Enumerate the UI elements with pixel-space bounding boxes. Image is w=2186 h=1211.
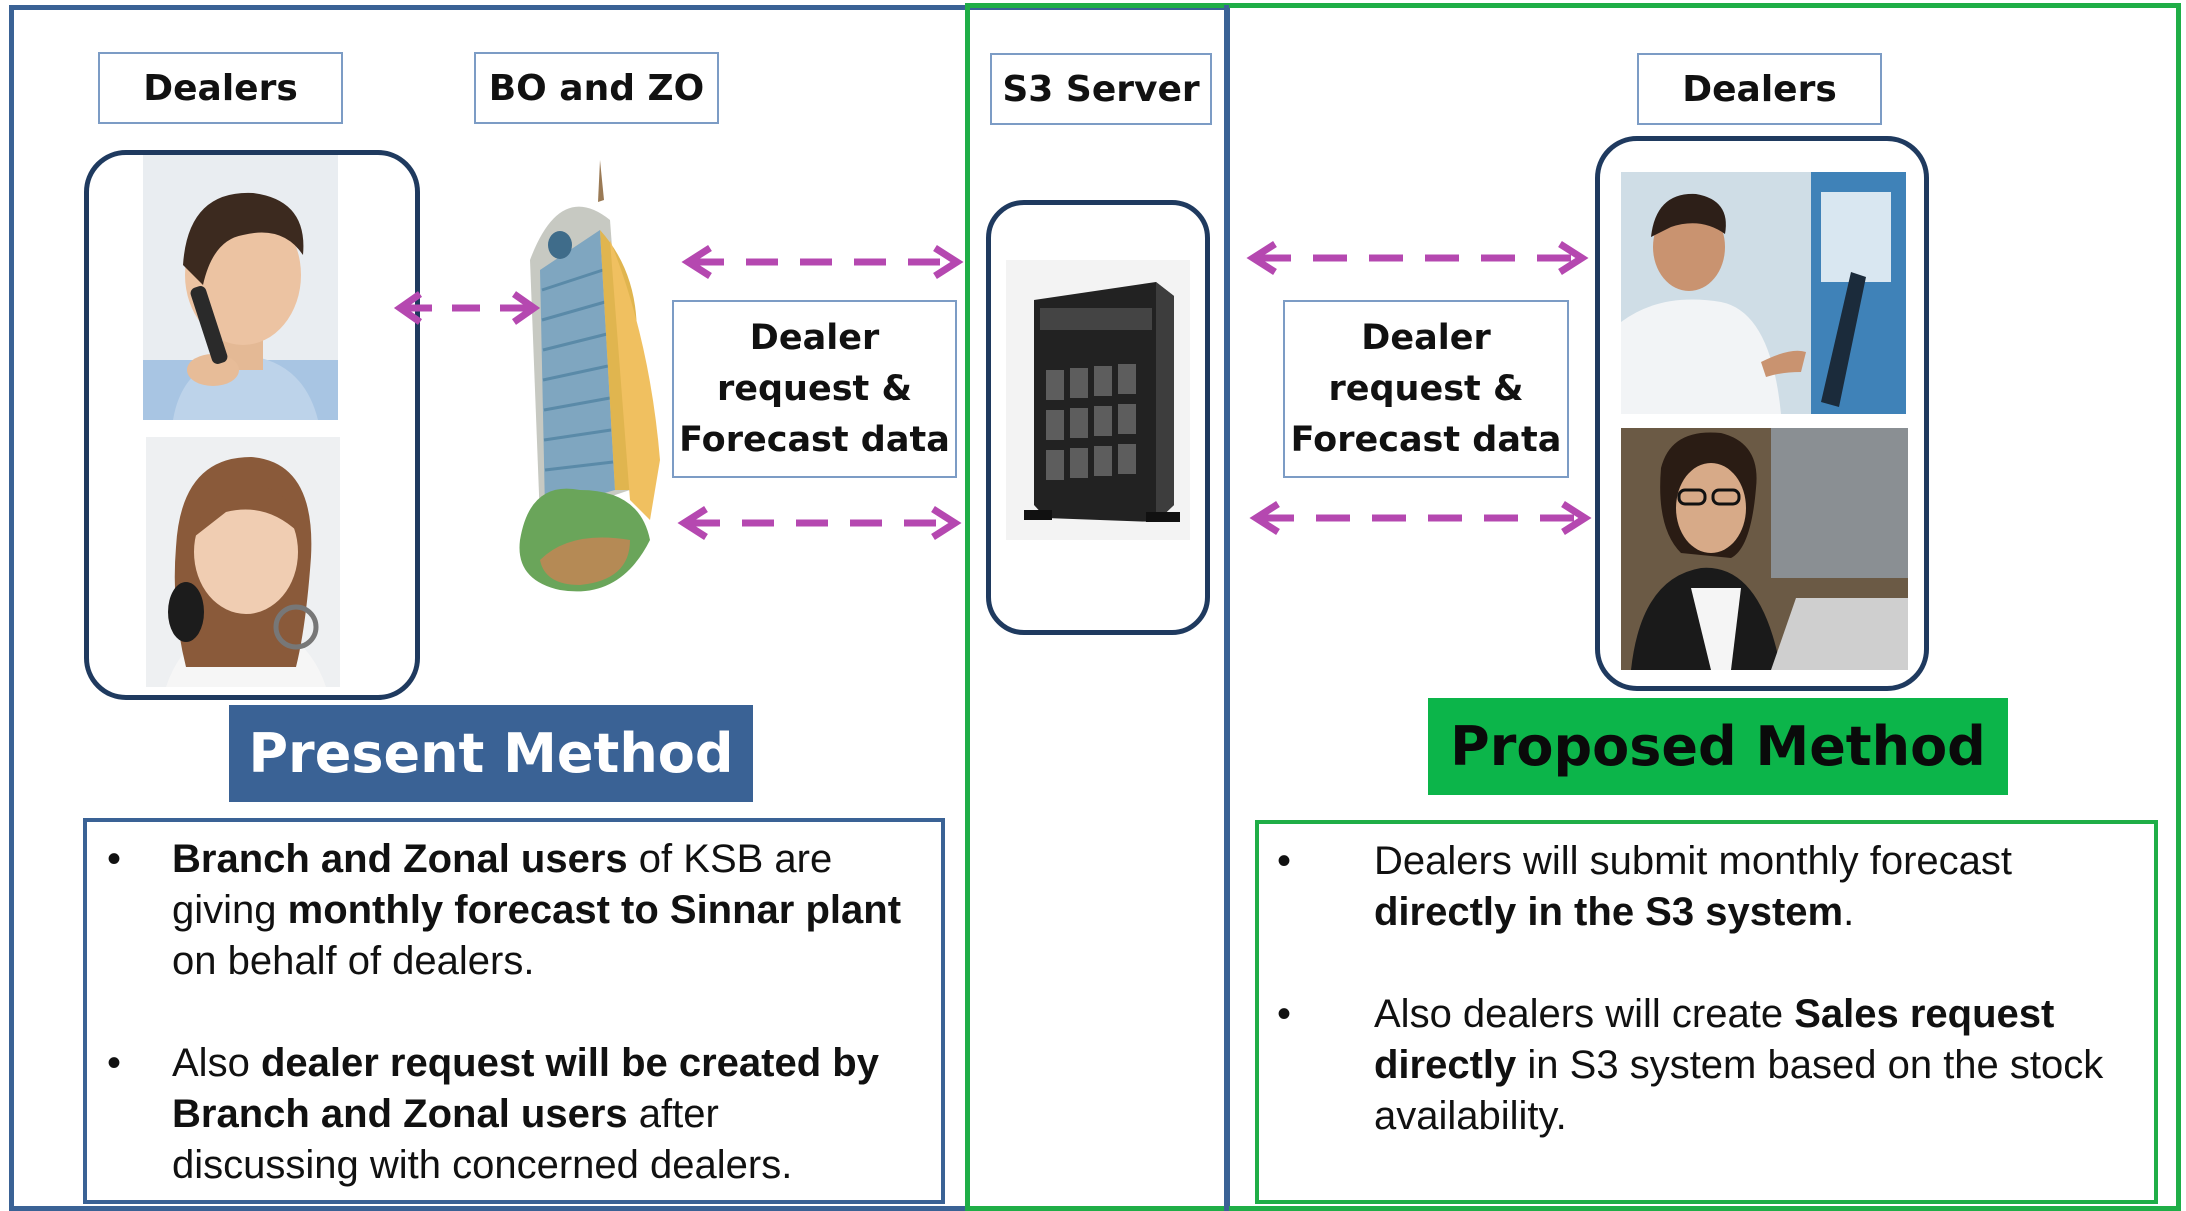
bullet-segment: Dealers will submit monthly forecast [1374, 839, 2012, 883]
left-flow-line-3: Forecast data [679, 419, 950, 460]
bullet-segment: . [1843, 890, 1855, 934]
dealers-label-left: Dealers [98, 52, 343, 124]
proposed-bullet-2: Also dealers will create Sales request d… [1374, 989, 2124, 1142]
office-man-photo [1621, 172, 1906, 414]
right-flow-label: Dealer request & Forecast data [1283, 300, 1569, 478]
right-flow-line-1: Dealer [1361, 317, 1491, 358]
bullet-marker: • [107, 1041, 122, 1085]
bidirectional-dashed-arrow-icon [393, 291, 541, 325]
bullet-segment: directly in the S3 system [1374, 890, 1844, 934]
proposed-method-banner: Proposed Method [1428, 698, 2008, 795]
bullet-segment: of KSB are giving [172, 837, 833, 932]
bullet-segment: Sales request directly [1374, 992, 2055, 1087]
proposed-method-details: • Dealers will submit monthly forecast d… [1255, 820, 2158, 1204]
laptop-woman-photo [1621, 428, 1908, 670]
bidirectional-dashed-arrow-icon [677, 506, 962, 540]
left-flow-line-1: Dealer [749, 317, 880, 358]
bullet-marker: • [107, 837, 122, 881]
proposed-bullet-1: Dealers will submit monthly forecast dir… [1374, 836, 2124, 938]
bullet-segment: after discussing with concerned dealers. [172, 1092, 793, 1187]
bo-zo-label: BO and ZO [474, 52, 719, 124]
right-flow-line-3: Forecast data [1290, 419, 1562, 460]
s3-server-label: S3 Server [990, 53, 1212, 125]
bullet-segment: monthly forecast to Sinnar plant [287, 888, 902, 932]
office-building-icon [519, 160, 660, 592]
proposed-method-panel [965, 3, 2181, 1211]
bidirectional-dashed-arrow-icon [1249, 501, 1592, 535]
bidirectional-dashed-arrow-icon [681, 245, 964, 279]
right-flow-line-2: request & [1328, 368, 1524, 409]
left-flow-line-2: request & [717, 368, 912, 409]
present-bullet-2: Also dealer request will be created by B… [172, 1038, 902, 1191]
present-method-banner: Present Method [229, 705, 753, 802]
dealers-label-right: Dealers [1637, 53, 1882, 125]
present-method-details: • Branch and Zonal users of KSB are givi… [83, 818, 945, 1204]
bullet-segment: dealer request will be created by Branch… [172, 1041, 879, 1136]
phone-man-photo [143, 155, 338, 420]
bullet-segment: Also dealers will create [1374, 992, 1795, 1036]
bullet-segment: in S3 system based on the stock availabi… [1374, 1043, 2104, 1138]
bullet-segment: Also [172, 1041, 261, 1085]
left-flow-label: Dealer request & Forecast data [672, 300, 957, 478]
bullet-segment: Branch and Zonal users [172, 837, 628, 881]
phone-woman-photo [146, 437, 340, 687]
tower-server-icon [1006, 260, 1190, 540]
s3-column-divider [1224, 5, 1229, 1211]
bullet-marker: • [1277, 992, 1292, 1036]
bullet-marker: • [1277, 839, 1292, 883]
bullet-segment: on behalf of dealers. [172, 939, 535, 983]
present-bullet-1: Branch and Zonal users of KSB are giving… [172, 834, 902, 987]
bidirectional-dashed-arrow-icon [1246, 241, 1589, 275]
